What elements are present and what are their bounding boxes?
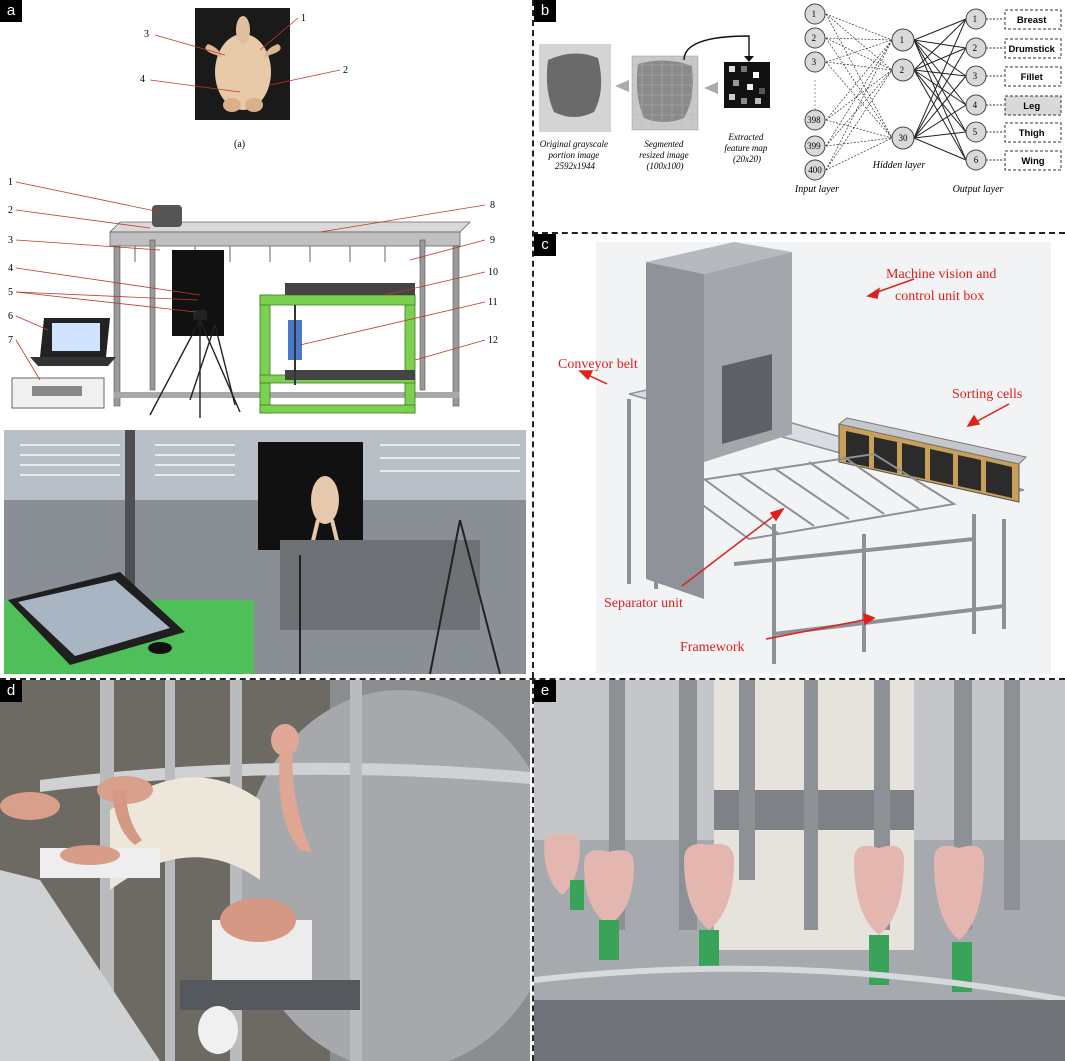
machine-number-9: 9 <box>490 235 495 246</box>
panel-label-c: c <box>534 234 556 256</box>
panel-a: a 1 2 3 4 (a) <box>0 0 530 676</box>
annotation-arrows <box>578 278 1010 640</box>
machine-number-7: 7 <box>8 335 13 346</box>
output-to-class-links <box>986 18 1004 161</box>
breast-fillet-machine-photo <box>534 680 1065 1061</box>
carcass-number-3: 3 <box>144 29 149 40</box>
output-layer-label: Output layer <box>953 184 1004 195</box>
machine-number-3: 3 <box>8 235 13 246</box>
feature-arrow <box>683 35 750 61</box>
panel-b: b Original grayscale portion i <box>534 0 1065 231</box>
machine-number-6: 6 <box>8 311 13 322</box>
panel-label-b: b <box>534 0 556 22</box>
separator-unit <box>671 452 957 541</box>
panel-e: e <box>534 680 1065 1061</box>
divider-vertical-top <box>532 0 534 678</box>
segmented-grid <box>632 56 698 130</box>
sorting-cells <box>837 417 1028 503</box>
feature-map <box>724 62 770 108</box>
machine-number-5: 5 <box>8 287 13 298</box>
machine-number-12: 12 <box>488 335 498 346</box>
class-labels: Breast Drumstick Fillet Leg Thigh Wing <box>1008 15 1057 167</box>
panel-label-d: d <box>0 680 22 702</box>
input-layer-label: Input layer <box>794 184 839 195</box>
output-nodes <box>965 8 987 171</box>
machine-number-11: 11 <box>488 297 498 308</box>
separator-unit-annotation: Separator unit <box>604 596 683 611</box>
deboning-machine-photo <box>0 680 530 1061</box>
segmented-image-label: Segmented resized image (100x100) <box>639 139 691 171</box>
segmented-shape <box>636 60 693 122</box>
panel-d: d <box>0 680 530 1061</box>
hidden-nodes <box>891 28 915 150</box>
carcass-leader-lines <box>149 17 341 93</box>
machine-number-4: 4 <box>8 263 13 274</box>
panel-label-a: a <box>0 0 22 22</box>
sorting-machine-render: Machine vision and control unit box Conv… <box>558 242 1051 674</box>
vision-box-annotation: Machine vision and control unit box <box>886 267 1000 304</box>
hidden-layer-label: Hidden layer <box>872 160 926 171</box>
machine-number-1: 1 <box>8 177 13 188</box>
feature-arrow-head <box>744 56 754 62</box>
input-node-labels: 1 2 3 398 399 400 <box>807 9 823 175</box>
output-node-labels: 1 2 3 4 5 6 <box>973 14 980 165</box>
connections-input-hidden <box>825 13 893 171</box>
carcass-number-2: 2 <box>343 65 348 76</box>
machine-number-10: 10 <box>488 267 498 278</box>
machine-number-2: 2 <box>8 205 13 216</box>
carcass-caption: (a) <box>234 139 245 150</box>
vision-box <box>646 242 792 599</box>
framework-annotation: Framework <box>680 640 745 655</box>
class-boxes <box>1004 9 1062 171</box>
carcass-number-4: 4 <box>140 74 145 85</box>
hidden-node-labels: 1 2 30 <box>899 35 909 143</box>
panel-a-figure: 1 2 3 4 (a) <box>4 8 526 675</box>
portion-shape <box>546 53 602 117</box>
machine-number-8: 8 <box>490 200 495 211</box>
machine-leader-lines <box>15 181 486 381</box>
divider-horizontal-b-c <box>532 232 1065 234</box>
conveyor-belt-annotation: Conveyor belt <box>558 357 638 372</box>
machine-drawing <box>11 205 471 418</box>
arrow-2 <box>704 82 718 94</box>
panel-c: c <box>534 234 1065 677</box>
carcass-number-1: 1 <box>301 13 306 24</box>
divider-vertical-bottom <box>532 678 534 1061</box>
carcass-photo <box>195 8 290 120</box>
sorting-cells-annotation: Sorting cells <box>952 387 1022 402</box>
connections-hidden-output <box>913 18 967 161</box>
original-image-label: Original grayscale portion image 2592x19… <box>540 139 611 171</box>
input-nodes <box>804 3 826 181</box>
neural-network-diagram: Original grayscale portion image 2592x19… <box>539 3 1062 195</box>
feature-map-label: Extracted feature map (20x20) <box>724 132 769 164</box>
panel-label-e: e <box>534 680 556 702</box>
lab-photo <box>4 430 526 675</box>
arrow-1 <box>615 80 629 92</box>
